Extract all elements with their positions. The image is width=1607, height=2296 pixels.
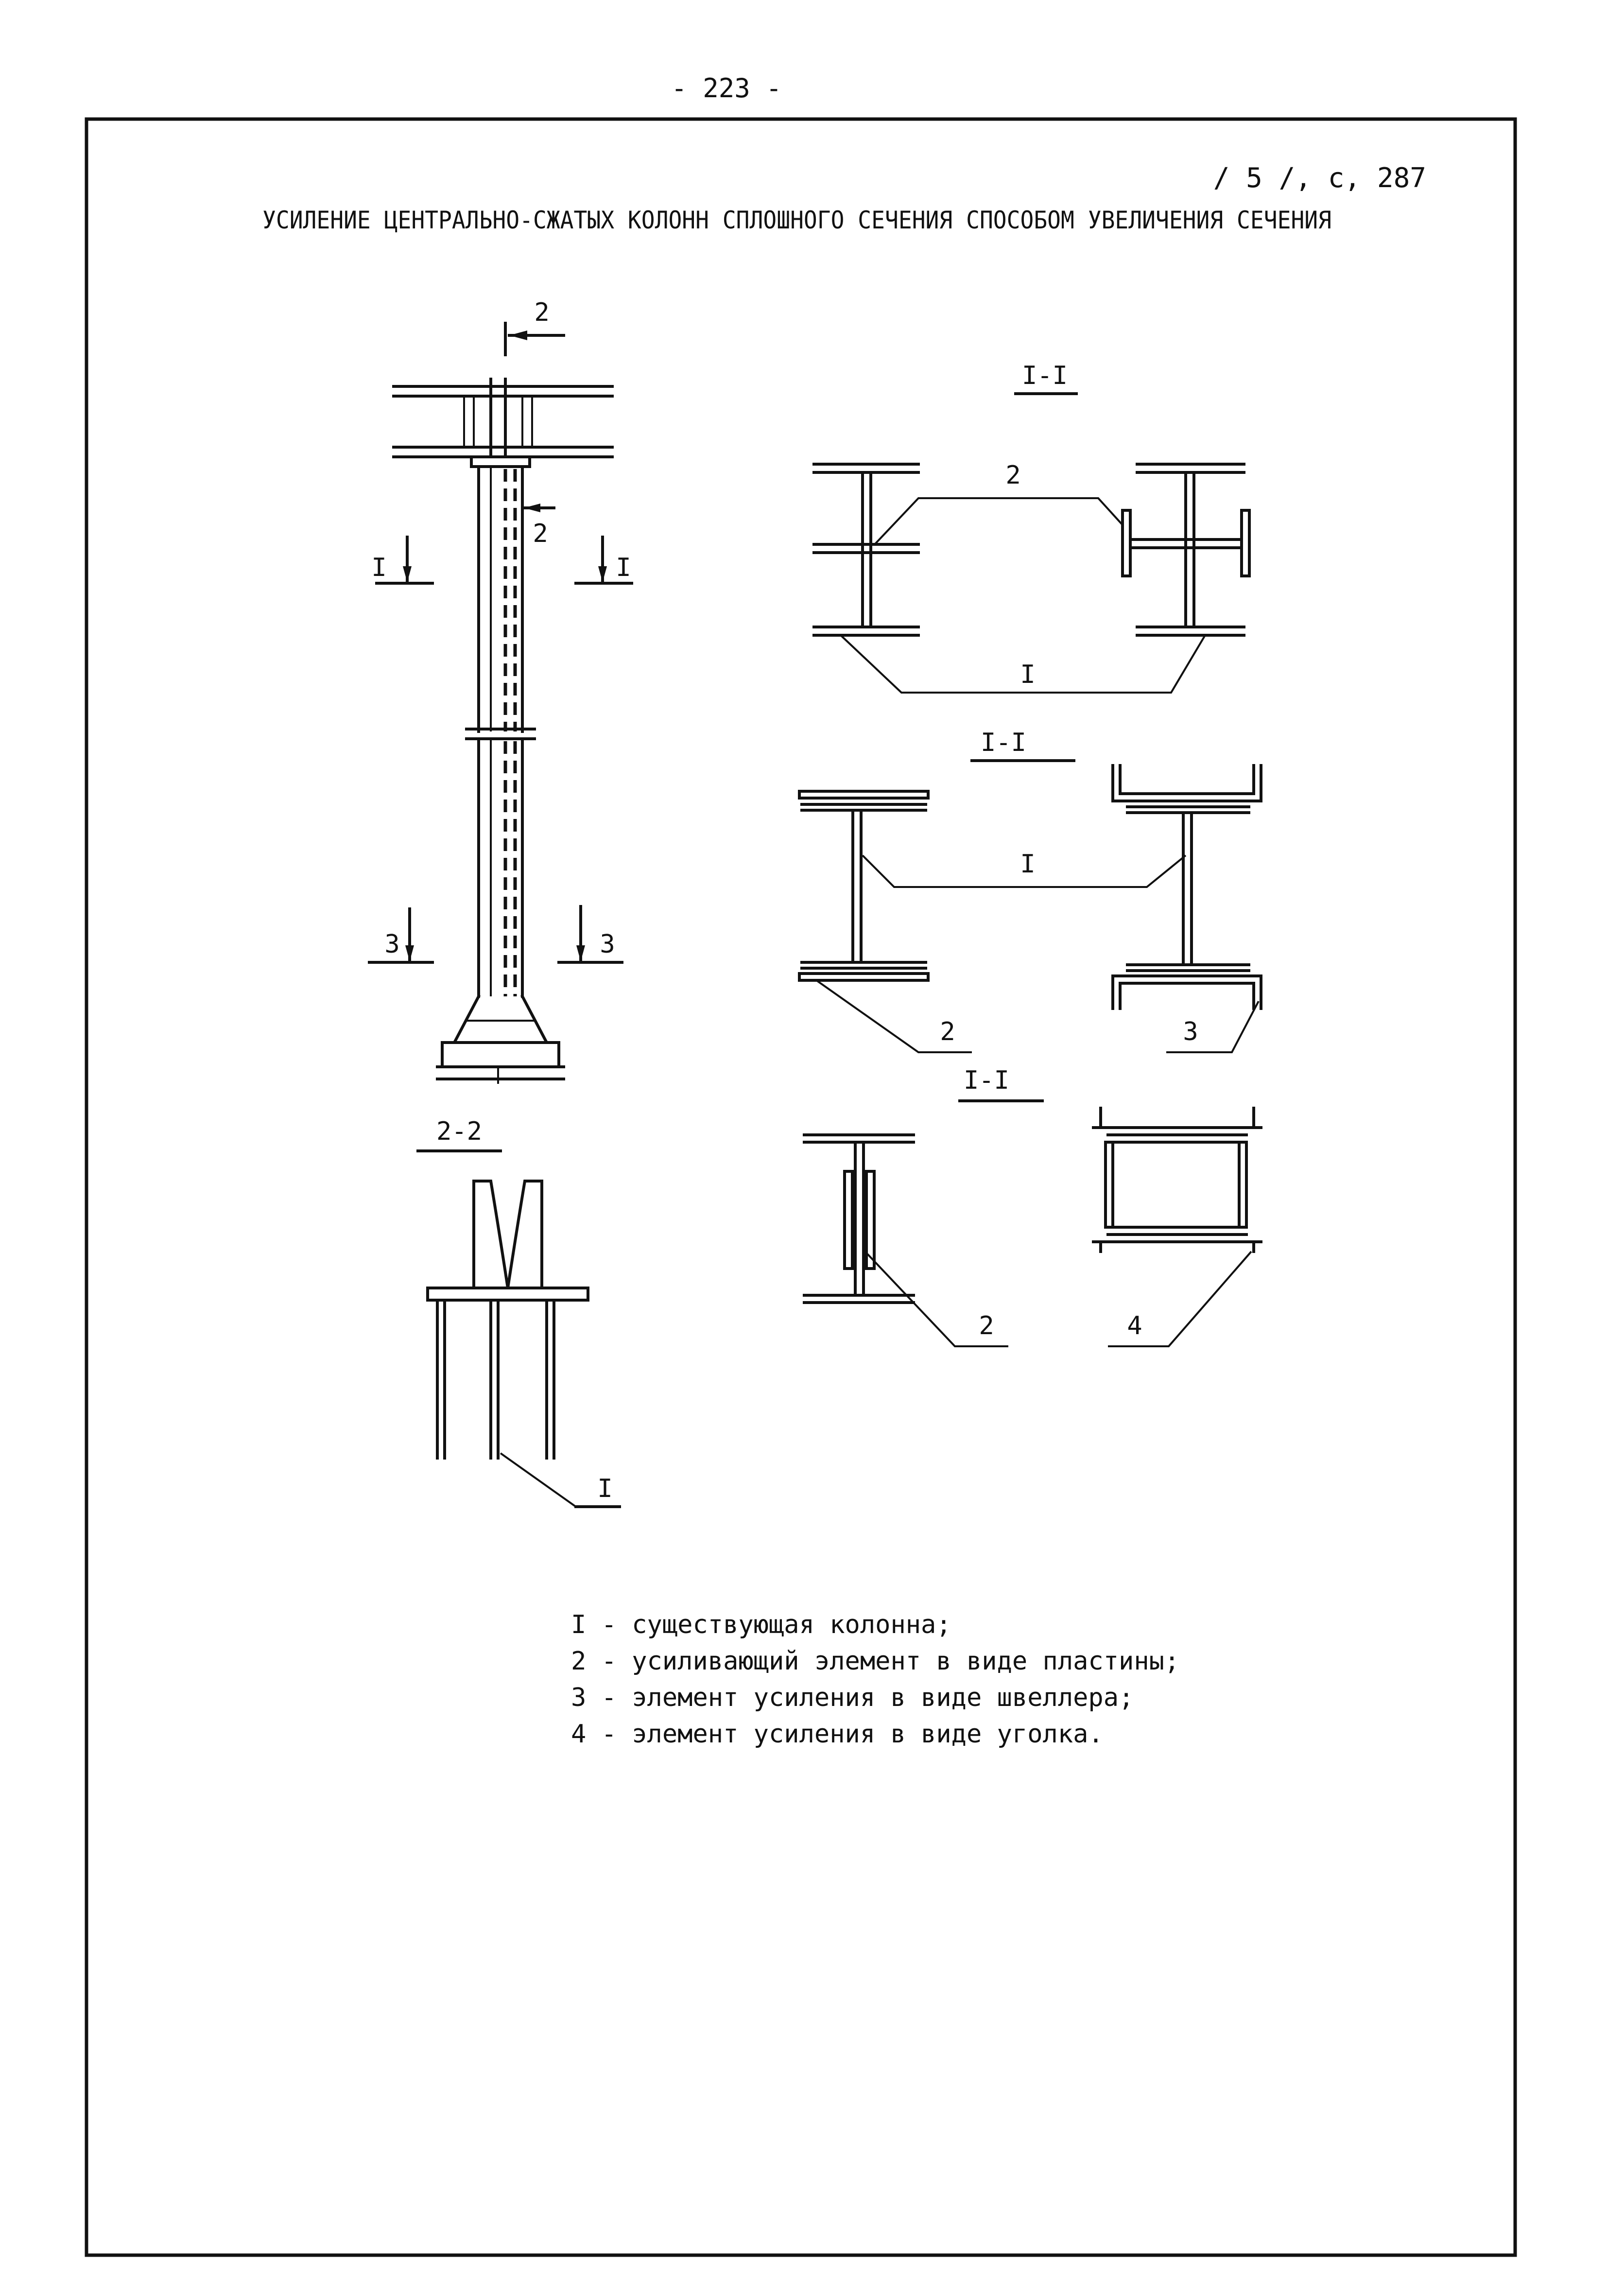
section-2-callout-2: 2 <box>940 1017 955 1046</box>
page-number: - 223 - <box>671 73 782 104</box>
legend-item-3: 3 - элемент усиления в виде швеллера; <box>571 1683 1134 1712</box>
cut-3-left-label: 3 <box>384 930 399 959</box>
cut-I-right-label: I <box>616 553 631 582</box>
reference: / 5 /, с, 287 <box>1213 162 1426 194</box>
section-I-I-3: I-I 2 4 <box>803 1066 1262 1347</box>
sheet-title: УСИЛЕНИЕ ЦЕНТРАЛЬНО-СЖАТЫХ КОЛОНН СПЛОШН… <box>262 206 1331 234</box>
legend-item-4: 4 - элемент усиления в виде уголка. <box>571 1720 1104 1749</box>
column-elevation: 2 2 I <box>368 298 633 1084</box>
section-3-label: I-I <box>964 1066 1009 1095</box>
cut-2-top-label: 2 <box>534 298 549 327</box>
legend-item-2: 2 - усиливающий элемент в виде пластины; <box>571 1647 1179 1676</box>
section-I-I-2: I-I I 2 3 <box>798 728 1262 1053</box>
section-2-label: I-I <box>981 728 1026 757</box>
section-2-2: 2-2 I <box>416 1117 621 1508</box>
section-2-2-label: 2-2 <box>436 1117 482 1146</box>
section-2-callout-3: 3 <box>1183 1017 1198 1046</box>
cut-3-right-label: 3 <box>600 930 615 959</box>
section-3-callout-4: 4 <box>1127 1311 1142 1340</box>
sheet-frame <box>85 117 1517 2257</box>
section-3-callout-2: 2 <box>979 1311 994 1340</box>
section-1-callout-I: I <box>1020 660 1035 689</box>
section-1-callout-2: 2 <box>1005 461 1020 490</box>
legend-item-1: I - существующая колонна; <box>571 1610 951 1639</box>
section-1-label: I-I <box>1022 361 1068 390</box>
legend: I - существующая колонна; 2 - усиливающи… <box>571 1610 1179 1749</box>
cut-2-side-label: 2 <box>533 519 548 548</box>
section-I-I-1: I-I 2 I <box>812 361 1251 694</box>
section-2-2-callout-1: I <box>597 1474 612 1503</box>
cut-I-left-label: I <box>371 553 386 582</box>
section-2-callout-I: I <box>1020 850 1035 879</box>
